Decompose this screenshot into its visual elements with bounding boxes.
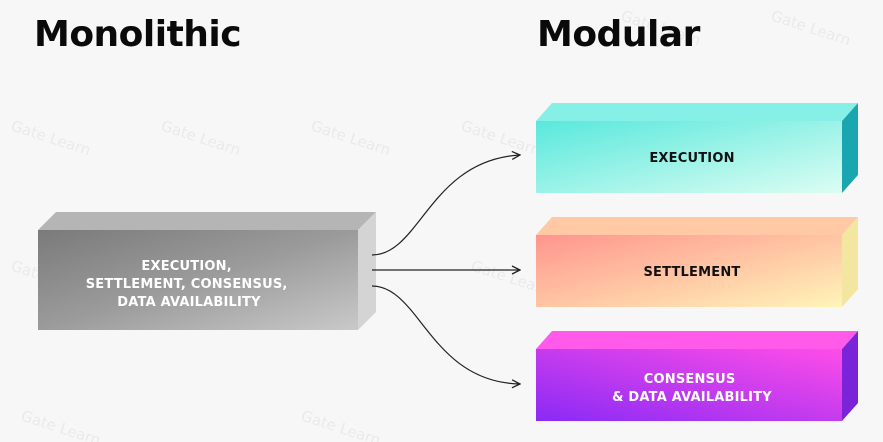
monolithic-block-label: EXECUTION, SETTLEMENT, CONSENSUS, DATA A… [86,259,293,310]
arrows [371,155,520,384]
consensus-label-line-1: CONSENSUS [644,372,736,387]
watermark-text: Gate Learn [459,117,543,160]
arrow-to-consensus [371,285,520,384]
watermark-text: Gate Learn [19,407,103,442]
watermark-text: Gate Learn [299,407,383,442]
settlement-label-line-1: SETTLEMENT [643,265,740,280]
watermark-text: Gate Learn [769,7,853,50]
consensus-label: CONSENSUS & DATA AVAILABILITY [612,372,772,405]
monolithic-label-line-3: DATA AVAILABILITY [117,295,261,310]
execution-label: EXECUTION [649,151,734,166]
monolithic-label-line-1: EXECUTION, [141,259,231,274]
monolithic-heading: Monolithic [34,14,242,55]
consensus-block: CONSENSUS & DATA AVAILABILITY [536,331,858,421]
monolithic-label-line-2: SETTLEMENT, CONSENSUS, [86,277,288,292]
arrow-to-execution [371,155,520,256]
watermark-text: Gate Learn [309,117,393,160]
consensus-label-line-2: & DATA AVAILABILITY [612,390,772,405]
watermark-text: Gate Learn [159,117,243,160]
monolithic-block: EXECUTION, SETTLEMENT, CONSENSUS, DATA A… [38,212,376,330]
watermark-text: Gate Learn [9,117,93,160]
watermark-text: Gate Learn [619,7,703,50]
settlement-label: SETTLEMENT [643,265,740,280]
modular-heading: Modular [537,14,700,55]
settlement-block: SETTLEMENT [536,217,858,307]
execution-block: EXECUTION [536,103,858,193]
execution-label-line-1: EXECUTION [649,151,734,166]
